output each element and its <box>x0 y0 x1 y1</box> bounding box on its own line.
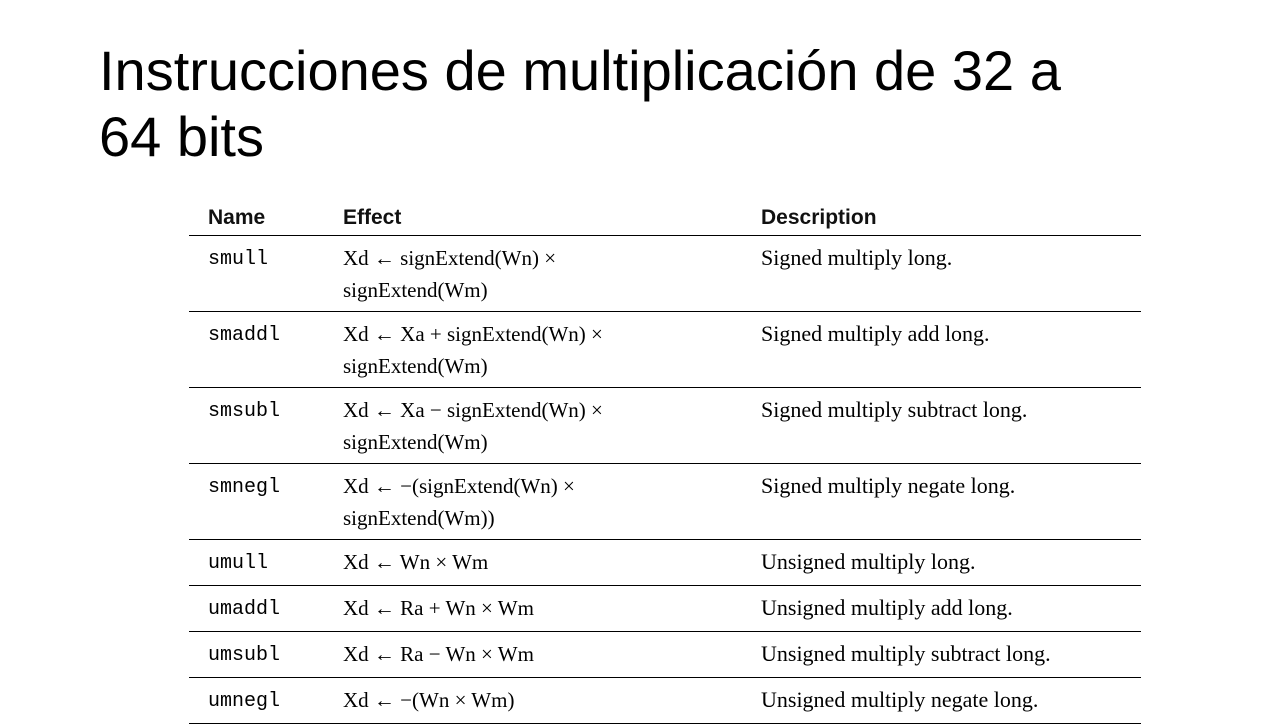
table-row: umnegl Xd ← −(Wn × Wm) Unsigned multiply… <box>189 677 1141 724</box>
instruction-effect-line1: Xd ← Ra − Wn × Wm <box>343 642 534 666</box>
table-row: umull Xd ← Wn × Wm Unsigned multiply lon… <box>189 539 1141 586</box>
instruction-effect-line2: signExtend(Wm) <box>343 354 488 378</box>
instruction-name: umull <box>208 552 269 575</box>
table-row: umaddl Xd ← Ra + Wn × Wm Unsigned multip… <box>189 585 1141 632</box>
instruction-effect-line1: Xd ← Wn × Wm <box>343 550 489 574</box>
instruction-effect-line2: signExtend(Wm) <box>343 430 488 454</box>
table-header-row: Name Effect Description <box>189 200 1141 236</box>
table-row: smull Xd ← signExtend(Wn) × signExtend(Wm… <box>189 235 1141 312</box>
instruction-effect-line1: Xd ← Ra + Wn × Wm <box>343 596 534 620</box>
instruction-effect-line1: Xd ← Xa + signExtend(Wn) × <box>343 322 603 346</box>
instruction-name: smaddl <box>208 324 281 347</box>
instruction-name: umnegl <box>208 690 281 713</box>
instruction-name: smnegl <box>208 476 281 499</box>
header-description: Description <box>761 200 1141 236</box>
instruction-description: Signed multiply negate long. <box>761 473 1016 498</box>
instruction-effect-line1: Xd ← Xa − signExtend(Wn) × <box>343 398 603 422</box>
table-row: smnegl Xd ← −(signExtend(Wn) × signExtend… <box>189 463 1141 540</box>
table-row: umsubl Xd ← Ra − Wn × Wm Unsigned multip… <box>189 631 1141 678</box>
instruction-description: Unsigned multiply negate long. <box>761 687 1039 712</box>
instruction-name: umsubl <box>208 644 281 667</box>
instruction-description: Unsigned multiply long. <box>761 549 976 574</box>
instruction-effect-line1: Xd ← −(Wn × Wm) <box>343 688 515 712</box>
instruction-description: Unsigned multiply add long. <box>761 595 1013 620</box>
instruction-effect-line2: signExtend(Wm)) <box>343 506 495 530</box>
table-row: smaddl Xd ← Xa + signExtend(Wn) × signExt… <box>189 311 1141 388</box>
instruction-table: Name Effect Description smull Xd ← signE… <box>189 200 1141 724</box>
instruction-effect-line1: Xd ← −(signExtend(Wn) × <box>343 474 575 498</box>
instruction-description: Signed multiply long. <box>761 245 953 270</box>
slide-title: Instrucciones de multiplicación de 32 a … <box>99 38 1219 170</box>
instruction-name: smull <box>208 248 269 271</box>
table-row: smsubl Xd ← Xa − signExtend(Wn) × signExt… <box>189 387 1141 464</box>
slide-title-line2: 64 bits <box>99 105 264 168</box>
instruction-effect-line2: signExtend(Wm) <box>343 278 488 302</box>
instruction-effect-line1: Xd ← signExtend(Wn) × <box>343 246 557 270</box>
slide-title-line1: Instrucciones de multiplicación de 32 a <box>99 39 1061 102</box>
instruction-description: Signed multiply subtract long. <box>761 397 1028 422</box>
instruction-description: Signed multiply add long. <box>761 321 990 346</box>
instruction-name: umaddl <box>208 598 281 621</box>
instruction-name: smsubl <box>208 400 281 423</box>
header-effect: Effect <box>343 200 761 236</box>
instruction-description: Unsigned multiply subtract long. <box>761 641 1051 666</box>
header-name: Name <box>189 200 343 236</box>
